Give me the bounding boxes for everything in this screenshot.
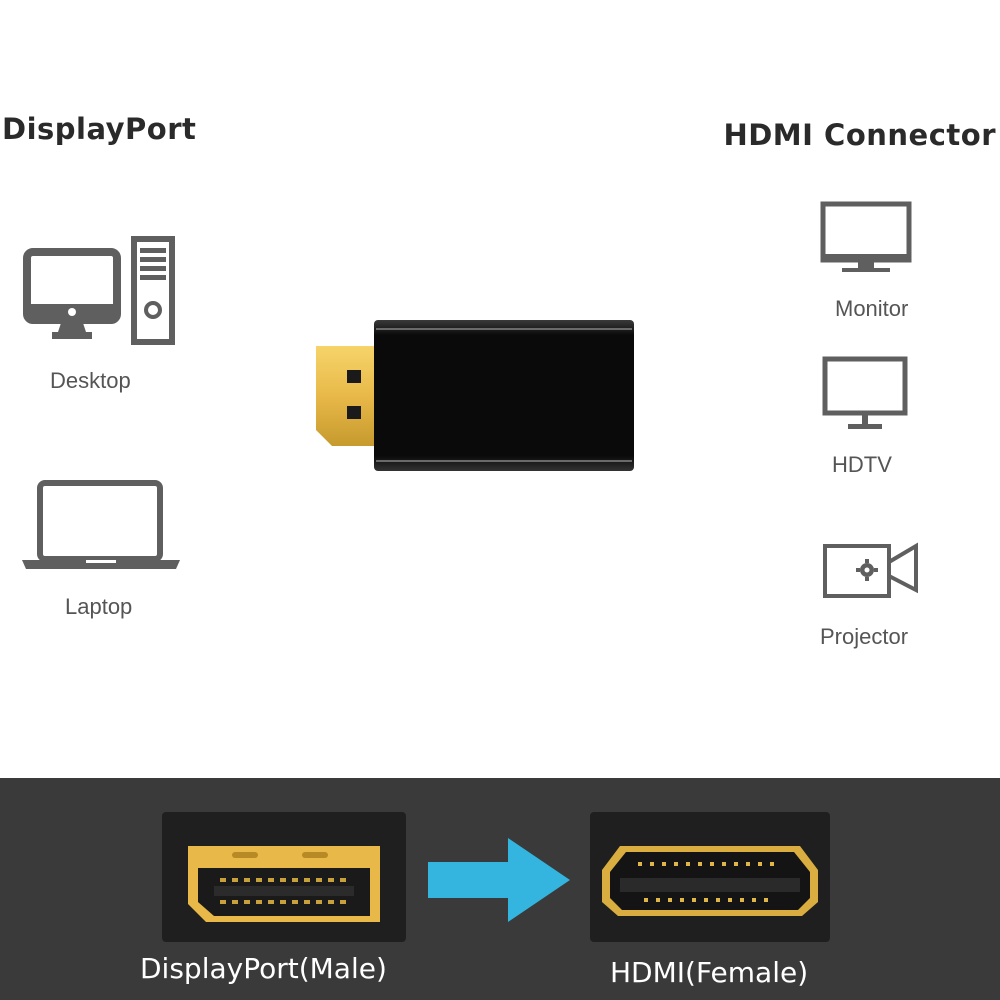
laptop-icon <box>22 480 180 569</box>
projector-icon <box>823 542 918 598</box>
desktop-computer-icon <box>23 236 175 345</box>
arrow-icon <box>428 838 572 922</box>
displayport-heading: DisplayPort <box>2 112 197 146</box>
laptop-label: Laptop <box>65 594 133 619</box>
hdmi-female-label: HDMI(Female) <box>610 956 809 989</box>
displayport-male-panel <box>162 812 406 942</box>
projector-label: Projector <box>820 624 909 649</box>
hdmi-connector-heading: HDMI Connector <box>723 118 996 152</box>
desktop-device <box>22 232 182 348</box>
monitor-label: Monitor <box>835 296 909 321</box>
projector-device <box>820 540 920 600</box>
hdtv-label: HDTV <box>832 452 892 477</box>
adapter-product-image <box>314 318 636 473</box>
desktop-label: Desktop <box>50 368 131 393</box>
port-comparison-band: DisplayPort(Male) HDMI(Female) <box>0 778 1000 1000</box>
hdmi-female-panel <box>590 812 830 942</box>
dp-to-hdmi-adapter <box>316 320 634 471</box>
displayport-plug-icon <box>188 846 380 922</box>
hdtv-icon <box>822 356 908 429</box>
monitor-icon <box>820 201 912 272</box>
monitor-device <box>818 200 914 274</box>
displayport-male-label: DisplayPort(Male) <box>140 952 387 985</box>
laptop-device <box>20 478 182 572</box>
hdmi-port-icon <box>602 846 818 916</box>
hdtv-device <box>820 354 910 432</box>
